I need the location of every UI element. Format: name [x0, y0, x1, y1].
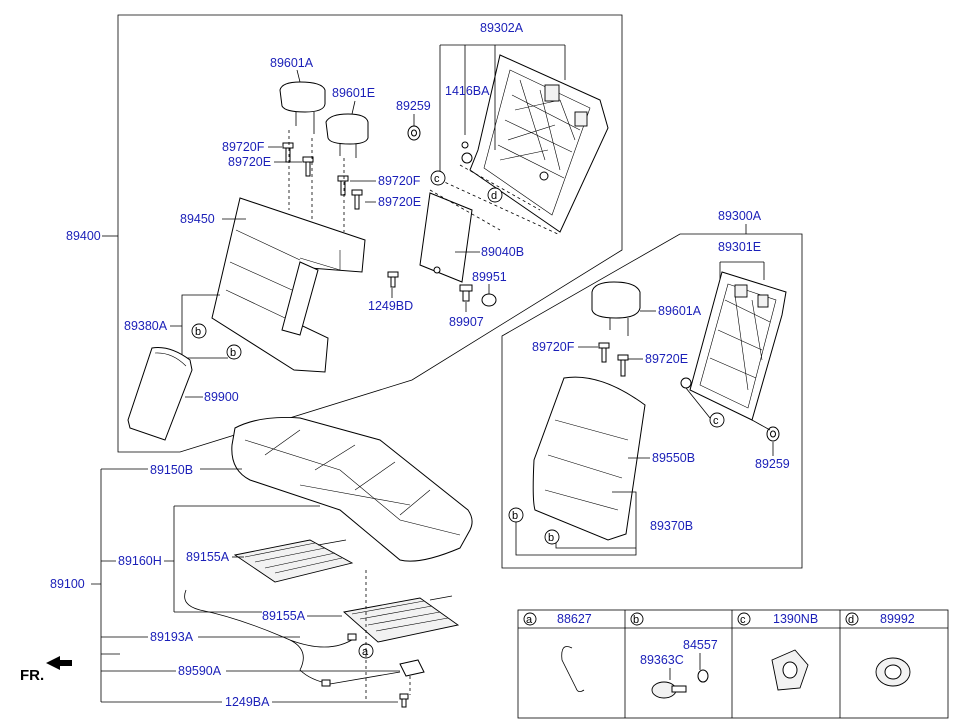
- label-89380A: 89380A: [124, 319, 168, 333]
- legend-cell-a: a 88627: [523, 612, 592, 692]
- bolt-1416BA: [461, 141, 469, 149]
- callout-c-top: c: [430, 170, 446, 186]
- bolt-89720F-right: [337, 175, 349, 196]
- svg-text:a: a: [362, 646, 369, 658]
- label-89155A-1: 89155A: [186, 550, 230, 564]
- svg-text:d: d: [848, 614, 854, 626]
- svg-text:1390NB: 1390NB: [773, 612, 818, 626]
- label-89720E-right: 89720E: [378, 195, 421, 209]
- label-89550B: 89550B: [652, 451, 695, 465]
- bolt-89720F-rr: [598, 342, 610, 363]
- legend-table: [517, 609, 949, 719]
- label-89900: 89900: [204, 390, 239, 404]
- seatback-frame-89302A: [461, 54, 609, 233]
- label-89302A: 89302A: [480, 21, 524, 35]
- label-89259-top: 89259: [396, 99, 431, 113]
- frame-89400: [117, 14, 623, 453]
- headrest-89601A: [279, 81, 326, 134]
- bolt-1249BA: [399, 693, 409, 708]
- washer-89259-right: [766, 426, 780, 442]
- label-89590A: 89590A: [178, 664, 222, 678]
- legend-cell-c: c 1390NB: [737, 612, 818, 691]
- grommet-89992-icon: [875, 657, 911, 687]
- callout-c-right: c: [709, 412, 725, 428]
- label-89720F-rr: 89720F: [532, 340, 575, 354]
- heater-mat-89155A-1: [233, 539, 354, 583]
- front-direction-label: FR.: [20, 667, 44, 684]
- svg-text:b: b: [230, 347, 236, 359]
- label-89160H: 89160H: [118, 554, 162, 568]
- callout-b-left-1: b: [191, 323, 207, 339]
- seatback-frame-89301E: [680, 271, 787, 421]
- svg-text:88627: 88627: [557, 612, 592, 626]
- legend-cell-d: d 89992: [845, 612, 915, 687]
- label-89951: 89951: [472, 270, 507, 284]
- headrest-89601E: [325, 113, 369, 158]
- label-89040B: 89040B: [481, 245, 524, 259]
- label-89301E: 89301E: [718, 240, 761, 254]
- armrest-89900: [127, 347, 193, 441]
- svg-text:c: c: [713, 415, 719, 427]
- label-89720F-left: 89720F: [222, 140, 265, 154]
- label-89907: 89907: [449, 315, 484, 329]
- frame-89300A: [501, 233, 803, 569]
- label-89601E: 89601E: [332, 86, 375, 100]
- label-89193A: 89193A: [150, 630, 194, 644]
- label-89259-right: 89259: [755, 457, 790, 471]
- label-89150B: 89150B: [150, 463, 193, 477]
- label-89400: 89400: [66, 229, 101, 243]
- svg-text:b: b: [512, 510, 518, 522]
- svg-text:d: d: [491, 190, 497, 202]
- front-arrow-icon: [46, 656, 72, 670]
- svg-text:c: c: [740, 614, 746, 626]
- label-84557: 84557: [683, 638, 718, 652]
- bolt-89907: [459, 284, 473, 302]
- seatback-cover-89450: [211, 197, 366, 373]
- callout-b-left-2: b: [226, 344, 242, 360]
- module-89590A: [399, 659, 425, 677]
- fastener-89363C-icon: [651, 681, 687, 699]
- svg-text:b: b: [633, 614, 639, 626]
- washer-89259-top: [407, 125, 421, 141]
- label-89155A-2: 89155A: [262, 609, 306, 623]
- label-89363C: 89363C: [640, 653, 684, 667]
- clip-84557-icon: [697, 669, 709, 683]
- bushing-1390NB-icon: [771, 649, 809, 691]
- label-89450: 89450: [180, 212, 215, 226]
- headrest-89601A-right: [591, 281, 641, 336]
- bolt-1249BD: [387, 271, 399, 288]
- label-1416BA: 1416BA: [445, 84, 490, 98]
- svg-text:89992: 89992: [880, 612, 915, 626]
- legend-cell-b: b 84557 89363C: [630, 612, 718, 699]
- svg-text:c: c: [434, 173, 440, 185]
- label-89100: 89100: [50, 577, 85, 591]
- callout-d-top: d: [487, 187, 503, 203]
- label-89720F-right: 89720F: [378, 174, 421, 188]
- callout-b-right-2: b: [544, 529, 560, 545]
- label-89720E-rr: 89720E: [645, 352, 688, 366]
- label-89370B: 89370B: [650, 519, 693, 533]
- svg-text:b: b: [195, 326, 201, 338]
- cap-89951: [481, 293, 497, 307]
- bracket-89040B: [419, 192, 473, 283]
- label-89601A-top: 89601A: [270, 56, 314, 70]
- heater-mat-89155A-2: [343, 595, 460, 643]
- callout-b-right-1: b: [508, 507, 524, 523]
- bolt-89720E-rr: [617, 354, 629, 377]
- label-89720E-left: 89720E: [228, 155, 271, 169]
- clip-88627-icon: [561, 646, 585, 692]
- seat-cushion-89150B: [231, 416, 473, 562]
- bolt-89720E-left: [302, 156, 314, 177]
- bolt-89720E-right: [351, 189, 363, 210]
- seatback-cover-89550B: [532, 376, 646, 541]
- label-89601A-right: 89601A: [658, 304, 702, 318]
- label-1249BA: 1249BA: [225, 695, 270, 709]
- wiring-harness: [184, 589, 401, 685]
- label-1249BD: 1249BD: [368, 299, 413, 313]
- svg-text:b: b: [548, 532, 554, 544]
- bolt-89720F-left: [282, 142, 294, 163]
- label-89300A: 89300A: [718, 209, 762, 223]
- svg-text:a: a: [526, 614, 533, 626]
